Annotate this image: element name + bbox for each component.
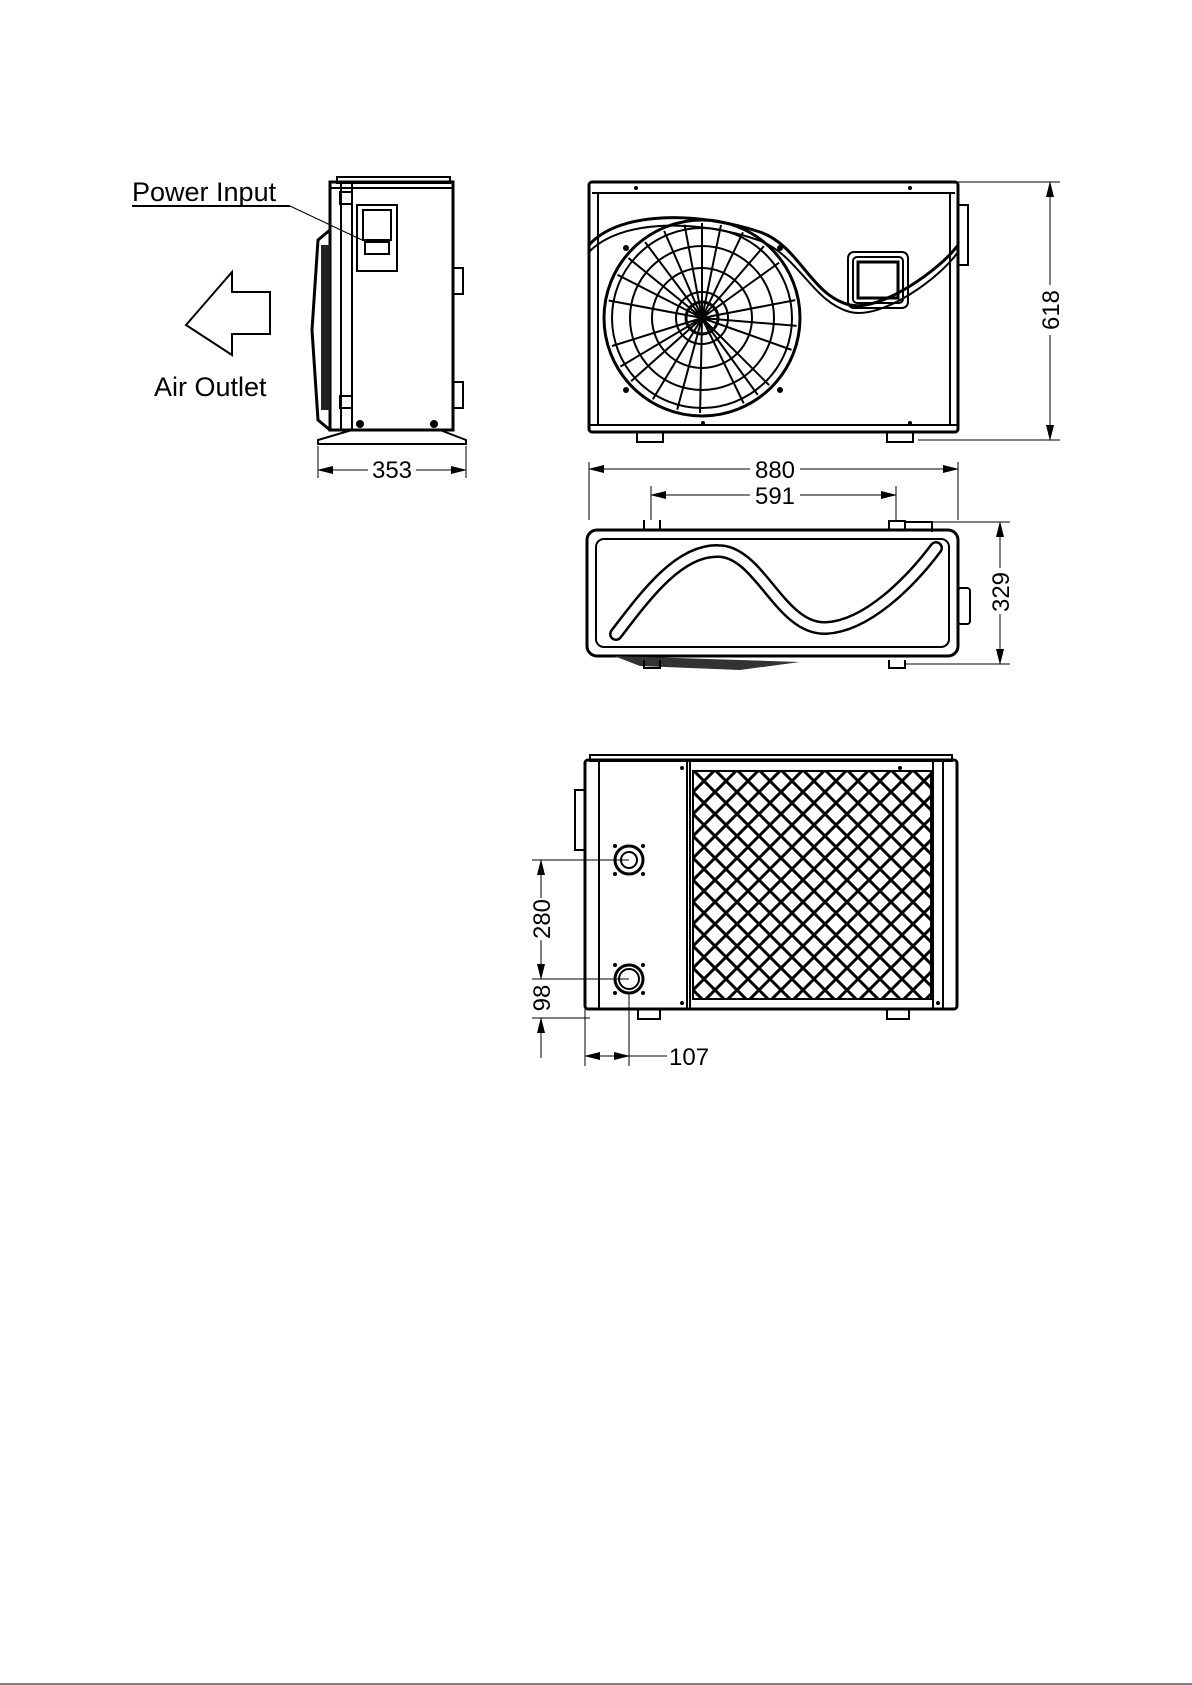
dimension-353: 353 <box>372 457 412 484</box>
rear-view: 280 98 107 <box>529 755 957 1071</box>
evaporator-grille <box>693 771 931 999</box>
dimension-98: 98 <box>529 985 556 1012</box>
top-view: 329 <box>587 520 1015 670</box>
side-unit-body <box>312 177 466 444</box>
air-outlet-label: Air Outlet <box>154 372 267 402</box>
dimension-107: 107 <box>669 1044 709 1071</box>
front-unit-body <box>589 182 968 442</box>
dimension-280: 280 <box>529 899 556 939</box>
dimension-591: 591 <box>755 483 795 510</box>
air-outlet-arrow-icon <box>186 272 270 355</box>
power-input-label: Power Input <box>132 177 277 207</box>
front-view: 618 880 591 <box>589 182 1065 520</box>
dimension-880: 880 <box>755 457 795 484</box>
dimension-618: 618 <box>1038 290 1065 330</box>
side-view: Power Input Air Outlet 35 <box>132 177 466 484</box>
fan-icon <box>604 220 800 416</box>
dimension-329: 329 <box>988 572 1015 612</box>
